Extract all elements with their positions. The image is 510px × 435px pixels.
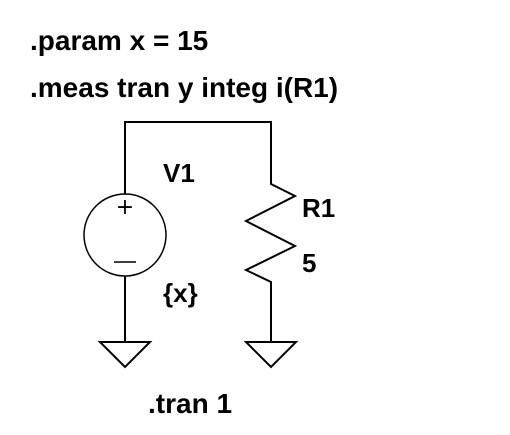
ground-icon — [97, 341, 153, 369]
resistor-r1[interactable] — [243, 178, 298, 288]
resistor-name-label[interactable]: R1 — [302, 193, 335, 223]
plus-sign-icon: + — [116, 195, 134, 220]
param-directive[interactable]: .param x = 15 — [30, 25, 208, 56]
meas-directive[interactable]: .meas tran y integ i(R1) — [30, 72, 338, 103]
ground-icon — [243, 341, 299, 369]
resistor-value-label[interactable]: 5 — [302, 248, 316, 278]
source-value-label[interactable]: {x} — [163, 278, 198, 308]
source-name-label[interactable]: V1 — [163, 158, 195, 188]
tran-directive[interactable]: .tran 1 — [148, 388, 232, 419]
top-wire — [124, 121, 272, 194]
voltage-source-v1[interactable]: + — [83, 193, 167, 277]
